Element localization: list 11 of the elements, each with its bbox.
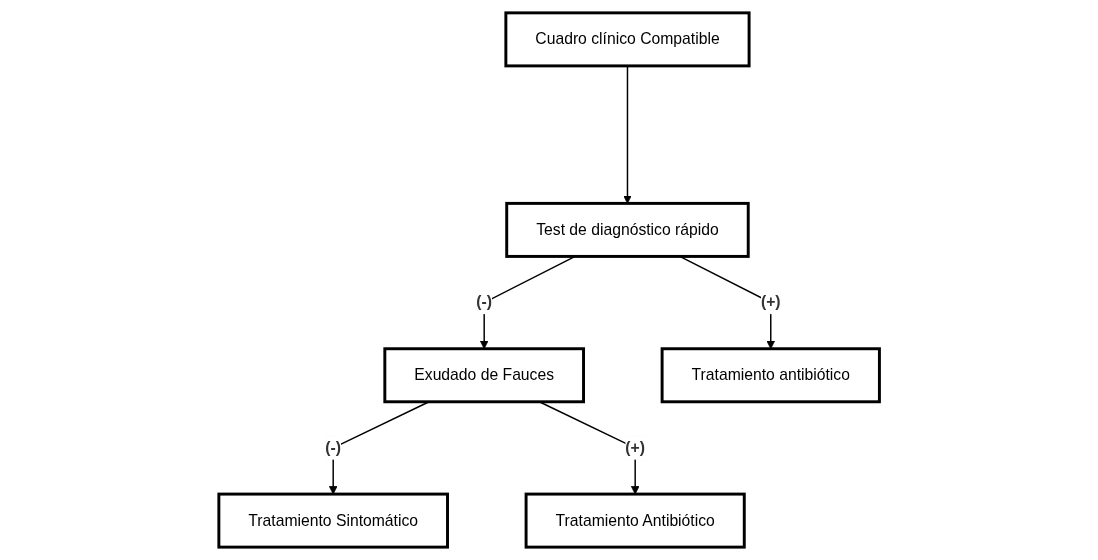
edge-label: (+)	[760, 293, 781, 311]
node-box: Cuadro clínico Compatible	[504, 11, 751, 68]
arrow	[623, 65, 632, 204]
node-box: Tratamiento antibiótico	[660, 347, 881, 404]
node-box: Test de diagnóstico rápido	[505, 201, 750, 258]
node-box: Tratamiento Antibiótico	[524, 492, 746, 549]
edge-label: (-)	[325, 439, 341, 456]
node-box: Tratamiento Sintomático	[217, 492, 449, 549]
edge-label: (-)	[476, 293, 492, 311]
edge-label: (+)	[625, 439, 645, 456]
node-box: Exudado de Fauces	[383, 347, 585, 404]
